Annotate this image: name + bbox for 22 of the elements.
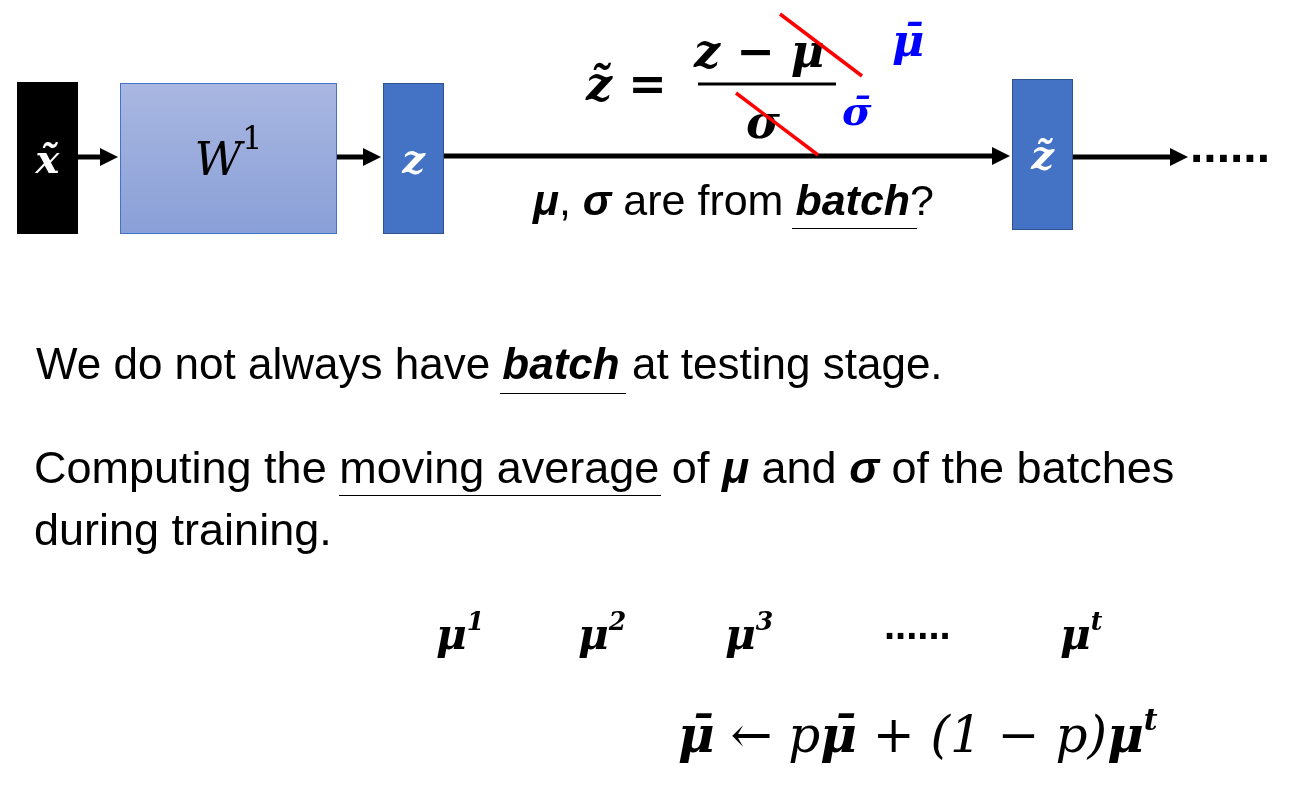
math-symbol: μ$^{2}$: [578, 610, 627, 661]
layer-box: W$^{1}$: [120, 83, 337, 234]
math-symbol: μ$^{3}$: [725, 610, 774, 661]
arrow: [78, 148, 118, 166]
arrow: [1073, 148, 1188, 166]
ellipsis-text: ......: [884, 602, 951, 649]
math-symbol: μ$^{1}$: [436, 610, 485, 661]
replacement-symbol: μ̄: [892, 15, 925, 68]
math-symbol: μ$^{t}$: [1060, 610, 1103, 661]
ellipsis-text: ......: [1190, 122, 1270, 170]
formula-numerator: z − μ: [694, 24, 825, 80]
feature-box: z: [383, 83, 444, 234]
replacement-symbol: σ̄: [842, 87, 872, 135]
note-text: We do not always have batch at testing stage.: [36, 338, 943, 391]
note-text: Computing the moving average of μ and σ of the batches during training.: [34, 441, 1176, 557]
question-text: μ, σ are from batch?: [533, 175, 934, 227]
update-formula: μ̄ ← pμ̄ + (1 − p)μ$^{t}$: [678, 705, 1158, 765]
formula-text: z̃ =: [586, 57, 667, 113]
arrow: [444, 147, 1010, 165]
input-box: x̃: [17, 82, 78, 234]
normalized-feature-box: z̃: [1012, 79, 1073, 230]
arrow: [337, 148, 381, 166]
